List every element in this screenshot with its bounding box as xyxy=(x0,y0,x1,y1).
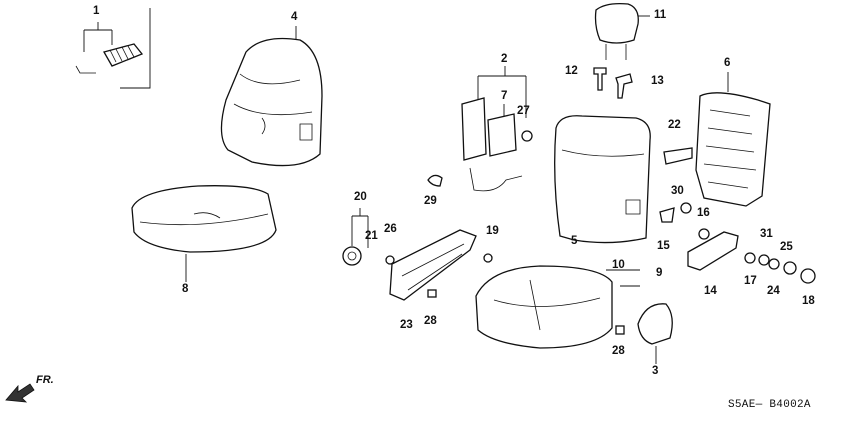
callout-31: 31 xyxy=(760,228,773,240)
callout-27: 27 xyxy=(517,105,530,117)
front-direction-label: FR. xyxy=(36,374,54,386)
callout-4: 4 xyxy=(291,11,298,23)
callout-8: 8 xyxy=(182,283,189,295)
part-2-side-airbag xyxy=(461,66,533,192)
callout-18: 18 xyxy=(802,295,815,307)
part-28a-clip xyxy=(427,289,437,298)
callout-20: 20 xyxy=(354,191,367,203)
part-31-spring xyxy=(758,254,770,266)
part-4-seatback-cover xyxy=(220,26,323,167)
callout-6: 6 xyxy=(724,57,731,69)
callout-1: 1 xyxy=(93,5,100,17)
part-1-clip-spring xyxy=(75,8,151,89)
part-25-nut xyxy=(783,261,797,275)
part-19-screw xyxy=(483,253,493,263)
callout-30: 30 xyxy=(671,185,684,197)
part-30-bolt xyxy=(680,202,692,214)
diagram-code: S5AE— B4002A xyxy=(728,399,811,411)
part-26-screw xyxy=(385,255,395,265)
part-28b-clip xyxy=(615,325,625,335)
callout-5: 5 xyxy=(571,235,578,247)
callout-17: 17 xyxy=(744,275,757,287)
callout-25: 25 xyxy=(780,241,793,253)
front-direction-arrow xyxy=(5,383,35,403)
callout-21: 21 xyxy=(365,230,378,242)
callout-19: 19 xyxy=(486,225,499,237)
part-3-hinge-cover xyxy=(637,303,673,364)
callout-7: 7 xyxy=(501,90,508,102)
part-29-clip xyxy=(427,174,443,187)
callout-22: 22 xyxy=(668,119,681,131)
callout-15: 15 xyxy=(657,240,670,252)
callout-23: 23 xyxy=(400,319,413,331)
part-18-cap xyxy=(800,268,816,284)
callout-26: 26 xyxy=(384,223,397,235)
part-17-washer xyxy=(744,252,756,264)
callout-28b: 28 xyxy=(612,345,625,357)
callout-9: 9 xyxy=(656,267,663,279)
part-15-bracket xyxy=(659,207,675,223)
callout-2: 2 xyxy=(501,53,508,65)
callout-3: 3 xyxy=(652,365,659,377)
part-12-headrest-guide xyxy=(593,67,607,91)
callout-12: 12 xyxy=(565,65,578,77)
callout-11: 11 xyxy=(654,9,667,21)
callout-13: 13 xyxy=(651,75,664,87)
callout-24: 24 xyxy=(767,285,780,297)
part-9-seat-cushion xyxy=(475,265,640,349)
part-11-headrest xyxy=(594,2,650,60)
callout-28a: 28 xyxy=(424,315,437,327)
part-23-seat-rail xyxy=(389,229,477,301)
part-14-recline-lever xyxy=(687,231,739,271)
part-8-cushion-cover xyxy=(131,185,277,282)
part-20-knob xyxy=(342,208,369,266)
part-24-washer xyxy=(768,258,780,270)
part-5-seatback xyxy=(554,115,651,244)
callout-14: 14 xyxy=(704,285,717,297)
part-13-headrest-guide-lock xyxy=(615,73,633,99)
part-6-seatback-frame xyxy=(663,72,771,207)
part-16-bushing xyxy=(698,228,710,240)
callout-29: 29 xyxy=(424,195,437,207)
callout-16: 16 xyxy=(697,207,710,219)
callout-10: 10 xyxy=(612,259,625,271)
